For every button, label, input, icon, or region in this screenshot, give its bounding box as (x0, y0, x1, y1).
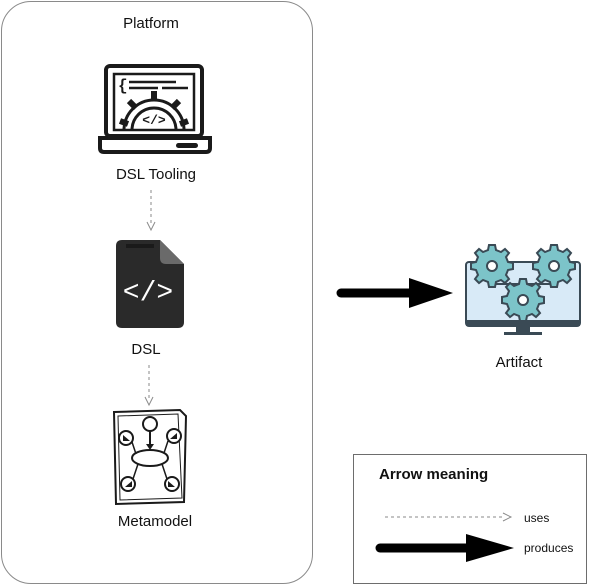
laptop-code-gear-icon: { </> (98, 64, 212, 154)
legend-produces-arrow (375, 534, 514, 562)
svg-text:{: { (118, 77, 128, 95)
uses-arrow-dsl-to-metamodel (144, 365, 154, 407)
svg-text:</>: </> (123, 278, 173, 309)
legend-box (353, 454, 587, 584)
legend-uses-arrow (385, 512, 513, 522)
artifact-label: Artifact (495, 354, 543, 371)
metamodel-label: Metamodel (117, 513, 193, 530)
svg-text:</>: </> (142, 113, 166, 128)
dsl-tooling-label: DSL Tooling (115, 166, 197, 183)
metamodel-diagram-icon (112, 408, 188, 506)
platform-title: Platform (123, 15, 179, 32)
dsl-label: DSL (131, 341, 161, 358)
legend-produces-label: produces (524, 541, 574, 555)
legend-title: Arrow meaning (379, 466, 489, 483)
uses-arrow-tooling-to-dsl (146, 190, 156, 232)
produces-arrow-main (336, 278, 453, 308)
code-file-icon: </> (116, 240, 184, 328)
legend-uses-label: uses (524, 511, 550, 525)
monitor-gears-icon (465, 244, 581, 335)
